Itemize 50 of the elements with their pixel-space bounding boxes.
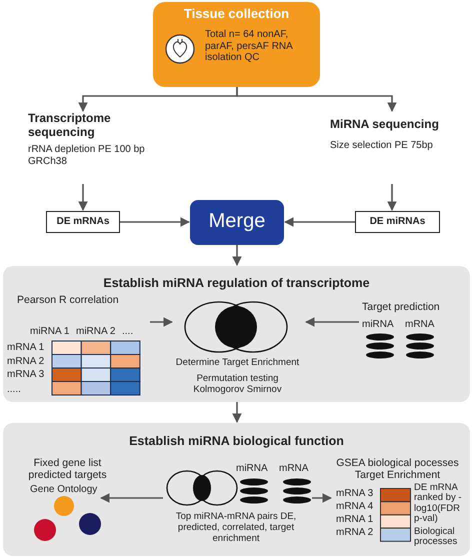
body-text: Size selection PE 75bp — [330, 140, 434, 152]
section-heading: Transcriptome sequencing — [28, 112, 112, 140]
panel-title: Establish miRNA regulation of transcriptome — [102, 276, 371, 290]
body-text: Permutation testing Kolmogorov Smirnov — [192, 374, 283, 396]
process-box: DE miRNAs — [355, 211, 440, 233]
body-text: rRNA depletion PE 100 bp GRCh38 — [28, 144, 146, 167]
body-text: Total n= 64 nonAF, parAF, persAF RNA isolation QC — [205, 29, 294, 64]
column-label: miRNA 2 — [76, 326, 116, 338]
column-label: mRNA — [279, 463, 308, 474]
panel — [3, 423, 470, 556]
section-heading: MiRNA sequencing — [330, 118, 440, 132]
legend-text: DE mRNA ranked by -log10(FDR p-val) — [414, 483, 463, 525]
row-label: ..... — [7, 384, 21, 396]
box-title: Tissue collection — [182, 7, 290, 22]
arrow — [312, 493, 332, 503]
process-box: Merge — [190, 200, 284, 245]
panel-title: Establish miRNA biological function — [128, 434, 345, 448]
step-heading: Target prediction — [362, 301, 441, 314]
row-label: mRNA 2 — [7, 356, 44, 368]
row-label: mRNA 1 — [336, 514, 374, 526]
step-heading: Fixed gene list predicted targets — [27, 457, 108, 482]
row-label: mRNA 3 — [336, 488, 374, 500]
arrow — [305, 317, 359, 327]
step-heading: GSEA biological pocesses Target Enrichment — [335, 457, 460, 482]
process-box — [153, 2, 320, 87]
row-label: mRNA 3 — [7, 369, 44, 380]
arrow — [120, 217, 190, 227]
legend-text: Biological processes — [414, 527, 458, 548]
panel — [3, 266, 470, 402]
arrow — [232, 402, 242, 423]
arrow — [284, 217, 355, 227]
column-label: miRNA — [362, 319, 394, 330]
body-text: Top miRNA-mRNA pairs DE, predicted, correlated, target enrichment — [174, 512, 298, 545]
column-label: miRNA — [236, 463, 268, 474]
row-label: mRNA 2 — [336, 527, 374, 538]
column-label: mRNA — [405, 319, 434, 330]
arrow — [232, 245, 242, 266]
arrow — [150, 317, 173, 327]
column-label: .... — [122, 326, 134, 338]
node-label: Gene Ontology — [30, 484, 98, 496]
arrow — [387, 184, 397, 211]
row-label: mRNA 1 — [7, 342, 44, 354]
process-box: DE mRNAs — [46, 211, 120, 233]
arrow — [78, 184, 88, 211]
column-label: miRNA 1 — [30, 326, 70, 338]
arrow — [236, 87, 397, 112]
row-label: mRNA 4 — [336, 501, 374, 512]
step-heading: Pearson R correlation — [17, 294, 120, 306]
arrow — [100, 493, 163, 503]
step-heading: Determine Target Enrichment — [174, 358, 300, 369]
